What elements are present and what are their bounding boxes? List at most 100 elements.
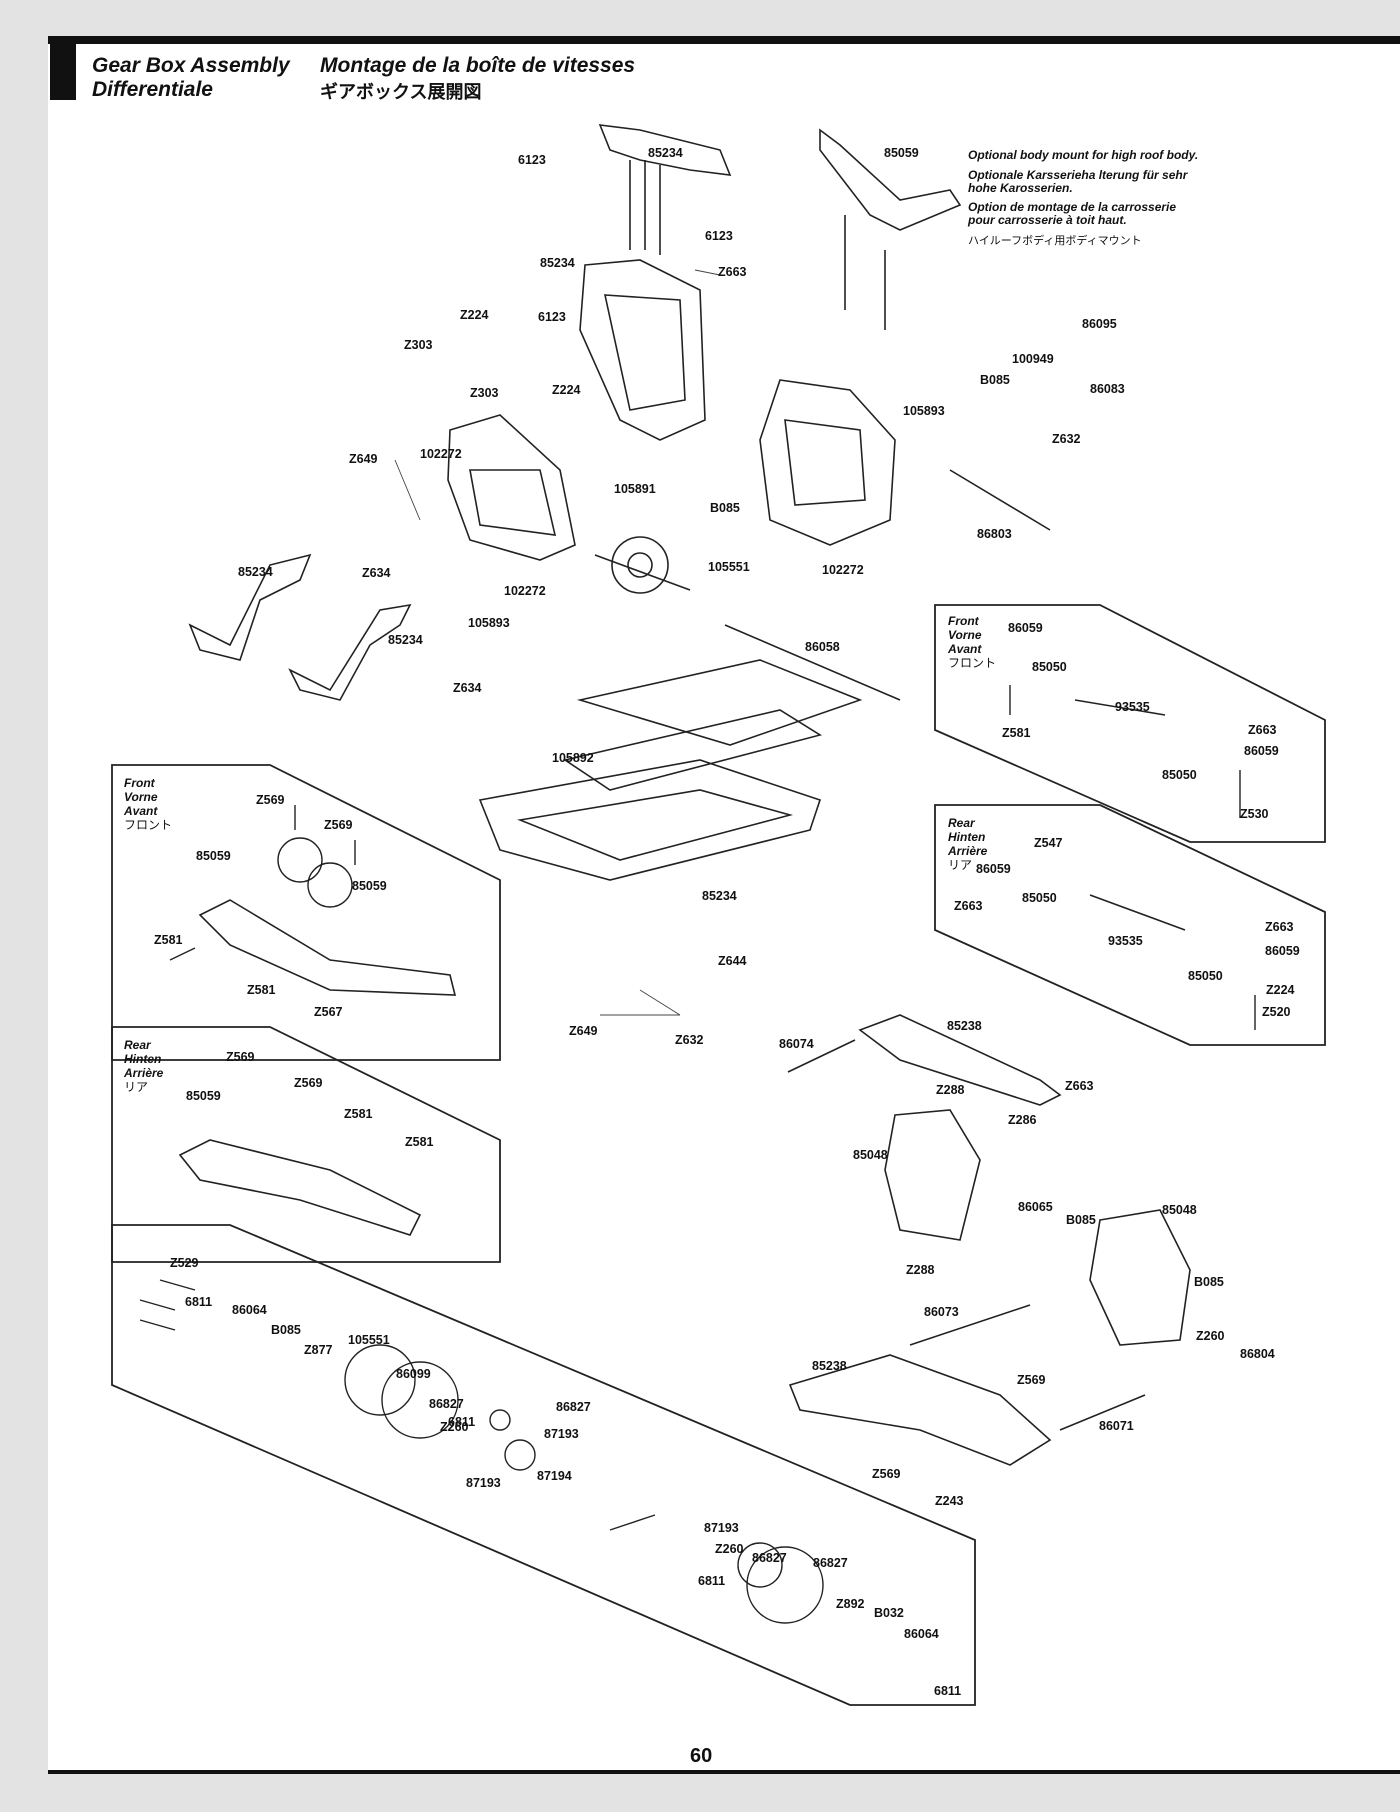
part-callout: 6811 <box>934 1684 962 1698</box>
part-callout: Z567 <box>314 1005 343 1019</box>
part-callout: 86803 <box>977 527 1012 541</box>
part-callout: 86064 <box>904 1627 939 1641</box>
part-callout: 86073 <box>924 1305 959 1319</box>
part-callout: 85050 <box>1162 768 1197 782</box>
part-callout: Z569 <box>256 793 285 807</box>
part-callout: 86804 <box>1240 1347 1275 1361</box>
part-callout: Z644 <box>718 954 747 968</box>
part-callout: 86095 <box>1082 317 1117 331</box>
part-callout: 86059 <box>976 862 1011 876</box>
part-callout: Z569 <box>294 1076 323 1090</box>
part-callout: Z581 <box>1002 726 1031 740</box>
part-callout: Z224 <box>460 308 489 322</box>
part-callout: Z224 <box>1266 983 1295 997</box>
part-callout: 85050 <box>1032 660 1067 674</box>
part-callout: 85234 <box>238 565 273 579</box>
part-callout: Z581 <box>154 933 183 947</box>
part-callout: 102272 <box>504 584 546 598</box>
part-callout: Z581 <box>247 983 276 997</box>
page-bottom-rule <box>48 1770 1400 1774</box>
part-callout: 105893 <box>468 616 510 630</box>
part-callout: 6123 <box>538 310 566 324</box>
part-callout: Z877 <box>304 1343 333 1357</box>
part-callout: 93535 <box>1115 700 1150 714</box>
part-callout: 6811 <box>698 1574 726 1588</box>
part-callout: 87193 <box>704 1521 739 1535</box>
part-callout: Z649 <box>569 1024 598 1038</box>
part-callout: B085 <box>1066 1213 1096 1227</box>
part-callout: Z569 <box>226 1050 255 1064</box>
part-callout: 86065 <box>1018 1200 1053 1214</box>
part-callout: Z260 <box>715 1542 744 1556</box>
part-callout: Z581 <box>405 1135 434 1149</box>
part-callout: 85238 <box>947 1019 982 1033</box>
part-callout: Z649 <box>349 452 378 466</box>
part-callout: Z260 <box>440 1420 469 1434</box>
part-callout: 85048 <box>1162 1203 1197 1217</box>
part-callout: Z529 <box>170 1256 199 1270</box>
part-callout: 93535 <box>1108 934 1143 948</box>
part-callout: Z663 <box>1065 1079 1094 1093</box>
part-callout: 6811 <box>448 1415 476 1429</box>
part-callout: Z288 <box>936 1083 965 1097</box>
part-callout: 85059 <box>884 146 919 160</box>
part-callout: Z569 <box>872 1467 901 1481</box>
part-callout: Z634 <box>362 566 391 580</box>
part-callout: 87193 <box>466 1476 501 1490</box>
part-callout: 85050 <box>1022 891 1057 905</box>
part-callout: 86827 <box>556 1400 591 1414</box>
note-german-1: Optionale Karsserieha lterung für sehr <box>968 168 1188 182</box>
part-callout: 100949 <box>1012 352 1054 366</box>
part-callout: Z632 <box>675 1033 704 1047</box>
part-callout: Z663 <box>1265 920 1294 934</box>
part-callout: 105892 <box>552 751 594 765</box>
part-callout: Z663 <box>954 899 983 913</box>
part-callout: Z581 <box>344 1107 373 1121</box>
title-japanese: ギアボックス展開図 <box>320 82 482 103</box>
part-callout: Z520 <box>1262 1005 1291 1019</box>
part-callout: Z634 <box>453 681 482 695</box>
page-number: 60 <box>690 1745 713 1767</box>
part-callout: 85234 <box>540 256 575 270</box>
part-callout: Z303 <box>470 386 499 400</box>
part-callout: 105551 <box>348 1333 390 1347</box>
part-callout: Z224 <box>552 383 581 397</box>
note-english: Optional body mount for high roof body. <box>968 148 1199 162</box>
part-callout: Z547 <box>1034 836 1063 850</box>
part-callout: 86071 <box>1099 1419 1134 1433</box>
part-callout: B085 <box>980 373 1010 387</box>
part-callout: Z632 <box>1052 432 1081 446</box>
part-callout: 105551 <box>708 560 750 574</box>
part-callout: 6123 <box>518 153 546 167</box>
part-callout: B085 <box>1194 1275 1224 1289</box>
part-callout: 86827 <box>429 1397 464 1411</box>
part-callout: 85059 <box>186 1089 221 1103</box>
section-tab-marker <box>50 44 76 100</box>
part-callout: 86059 <box>1008 621 1043 635</box>
part-callout: 85059 <box>196 849 231 863</box>
part-callout: 86058 <box>805 640 840 654</box>
part-callout: 6811 <box>185 1295 213 1309</box>
part-callout: 105893 <box>903 404 945 418</box>
part-callout: Z303 <box>404 338 433 352</box>
part-callout: 85059 <box>352 879 387 893</box>
part-callout: 102272 <box>420 447 462 461</box>
note-french-2: pour carrosserie à toit haut. <box>968 213 1127 227</box>
part-callout: 86064 <box>232 1303 267 1317</box>
part-callout: Z663 <box>1248 723 1277 737</box>
part-callout: 85238 <box>812 1359 847 1373</box>
part-callout: 86059 <box>1265 944 1300 958</box>
part-callout: 85234 <box>702 889 737 903</box>
part-callout: 86083 <box>1090 382 1125 396</box>
part-callout: 86074 <box>779 1037 814 1051</box>
page-top-rule <box>48 36 1400 44</box>
part-callout: Z286 <box>1008 1113 1037 1127</box>
manual-page <box>48 36 1400 1772</box>
part-callout: 87193 <box>544 1427 579 1441</box>
part-callout: 85048 <box>853 1148 888 1162</box>
note-french-1: Option de montage de la carrosserie <box>968 200 1177 214</box>
part-callout: Z569 <box>324 818 353 832</box>
